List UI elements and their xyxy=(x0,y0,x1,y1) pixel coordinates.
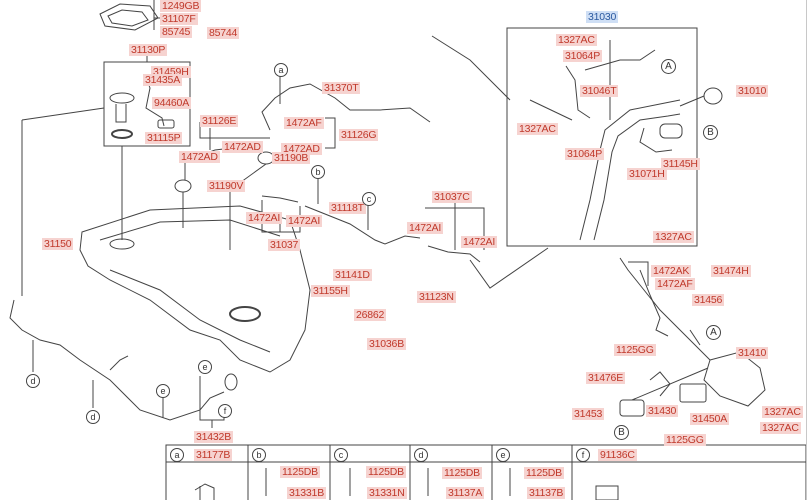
part-label[interactable]: 26862 xyxy=(354,309,387,321)
part-label[interactable]: 1125GG xyxy=(614,344,656,356)
right-edge-divider xyxy=(806,0,807,500)
part-label[interactable]: 1125GG xyxy=(664,434,706,446)
part-label[interactable]: 1472AI xyxy=(286,215,323,227)
part-label[interactable]: 31155H xyxy=(311,285,350,297)
part-label[interactable]: 31064P xyxy=(565,148,605,160)
part-label[interactable]: 31190B xyxy=(272,152,311,164)
part-label[interactable]: 94460A xyxy=(152,97,192,109)
part-label[interactable]: 1472AI xyxy=(461,236,498,248)
fuel-tank xyxy=(79,205,311,373)
legend-key-f: f xyxy=(576,448,590,462)
callout-A-2[interactable]: A xyxy=(706,325,721,340)
part-label[interactable]: 1472AF xyxy=(284,117,324,129)
part-label[interactable]: 31370T xyxy=(322,82,361,94)
part-label[interactable]: 1472AI xyxy=(407,222,444,234)
part-label[interactable]: 31130P xyxy=(129,44,168,56)
callout-f[interactable]: f xyxy=(218,404,232,418)
part-label[interactable]: 31474H xyxy=(711,265,751,277)
legend-sub-b-2[interactable]: 31331B xyxy=(287,487,327,499)
legend-key-d: d xyxy=(414,448,428,462)
legend-key-a: a xyxy=(170,448,184,462)
legend-key-c: c xyxy=(334,448,348,462)
legend-part-f[interactable]: 91136C xyxy=(598,449,637,461)
part-label[interactable]: 1327AC xyxy=(760,422,801,434)
part-label[interactable]: 31145H xyxy=(661,158,700,170)
part-label[interactable]: 31071H xyxy=(627,168,667,180)
part-label[interactable]: 1472AK xyxy=(651,265,692,277)
part-label[interactable]: 31010 xyxy=(736,85,769,97)
part-label[interactable]: 31126E xyxy=(200,115,239,127)
part-label[interactable]: 31037 xyxy=(268,239,301,251)
part-label[interactable]: 31453 xyxy=(572,408,605,420)
part-label[interactable]: 31450A xyxy=(690,413,730,425)
part-label[interactable]: 31123N xyxy=(417,291,456,303)
part-label[interactable]: 31107F xyxy=(160,13,198,25)
legend-sub-e-1[interactable]: 1125DB xyxy=(524,467,564,479)
callout-d-2[interactable]: d xyxy=(86,410,100,424)
part-label[interactable]: 31046T xyxy=(580,85,619,97)
callout-e-2[interactable]: e xyxy=(198,360,212,374)
part-label[interactable]: 31064P xyxy=(563,50,603,62)
callout-a[interactable]: a xyxy=(274,63,288,77)
part-label[interactable]: 31141D xyxy=(333,269,372,281)
part-label[interactable]: 1249GB xyxy=(160,0,202,12)
legend-sub-b-1[interactable]: 1125DB xyxy=(280,466,320,478)
part-label[interactable]: 1472AI xyxy=(246,212,283,224)
part-label[interactable]: 31435A xyxy=(143,74,183,86)
callout-e[interactable]: e xyxy=(156,384,170,398)
legend-sub-d-2[interactable]: 31137A xyxy=(446,487,485,499)
part-label[interactable]: 1327AC xyxy=(556,34,597,46)
callout-b[interactable]: b xyxy=(311,165,325,179)
callout-A[interactable]: A xyxy=(661,59,676,74)
part-label[interactable]: 31432B xyxy=(194,431,234,443)
callout-c[interactable]: c xyxy=(362,192,376,206)
legend-sub-c-1[interactable]: 1125DB xyxy=(366,466,406,478)
filler-neck xyxy=(579,99,681,241)
part-label[interactable]: 31476E xyxy=(586,372,626,384)
part-label[interactable]: 31036B xyxy=(367,338,407,350)
part-label[interactable]: 31115P xyxy=(145,132,183,144)
part-label[interactable]: 31456 xyxy=(692,294,725,306)
part-label[interactable]: 31190V xyxy=(207,180,246,192)
part-label[interactable]: 1327AC xyxy=(653,231,694,243)
legend-sub-c-2[interactable]: 31331N xyxy=(367,487,407,499)
part-label[interactable]: 31410 xyxy=(736,347,769,359)
legend-key-e: e xyxy=(496,448,510,462)
legend-sub-d-1[interactable]: 1125DB xyxy=(442,467,482,479)
wiring-harness xyxy=(9,299,225,421)
legend-part-a[interactable]: 31177B xyxy=(194,449,233,461)
assembly-label[interactable]: 31030 xyxy=(586,11,619,23)
part-label[interactable]: 31118T xyxy=(329,202,366,214)
legend-sub-e-2[interactable]: 31137B xyxy=(527,487,566,499)
part-label[interactable]: 31150 xyxy=(42,238,74,250)
callout-d[interactable]: d xyxy=(26,374,40,388)
part-label[interactable]: 1327AC xyxy=(762,406,803,418)
part-label[interactable]: 31126G xyxy=(339,129,379,141)
callout-B[interactable]: B xyxy=(703,125,718,140)
legend-key-b: b xyxy=(252,448,266,462)
callout-B-2[interactable]: B xyxy=(614,425,629,440)
part-label[interactable]: 31430 xyxy=(646,405,679,417)
part-label[interactable]: 1327AC xyxy=(517,123,558,135)
part-label[interactable]: 31037C xyxy=(432,191,472,203)
canister-31410 xyxy=(703,351,766,407)
part-label[interactable]: 1472AF xyxy=(655,278,695,290)
part-label[interactable]: 85745 xyxy=(160,26,193,38)
part-label[interactable]: 1472AD xyxy=(222,141,263,153)
part-label[interactable]: 1472AD xyxy=(179,151,220,163)
part-label[interactable]: 85744 xyxy=(207,27,240,39)
